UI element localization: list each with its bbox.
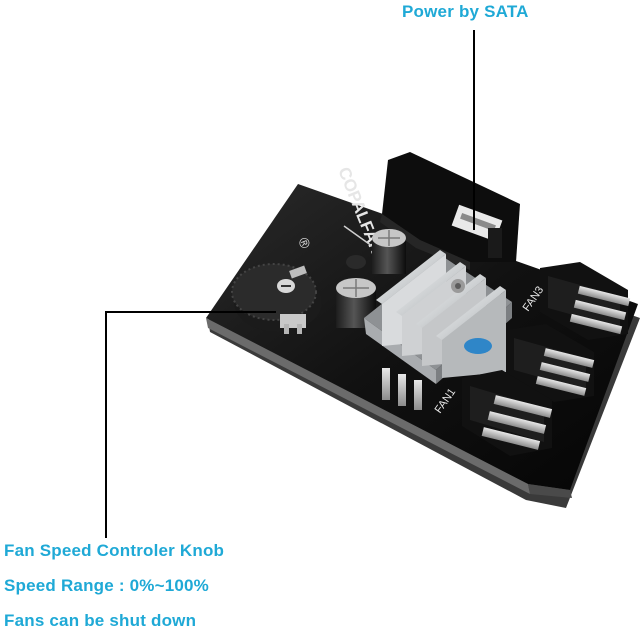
regulator-pins	[382, 368, 422, 410]
knob-label: Fan Speed Controler Knob	[4, 541, 225, 560]
speed-range-label: Speed Range : 0%~100%	[4, 576, 209, 595]
fan-header-1	[462, 370, 553, 456]
speed-knob	[231, 263, 322, 334]
fan-header-2	[506, 324, 595, 402]
fan-header-3	[540, 262, 631, 340]
blue-component	[464, 338, 492, 354]
leader-lines	[105, 30, 475, 538]
shutdown-label: Fans can be shut down	[4, 611, 197, 630]
knob-leader-line	[105, 311, 276, 538]
power-label: Power by SATA	[402, 2, 529, 21]
sata-connector	[380, 152, 520, 270]
